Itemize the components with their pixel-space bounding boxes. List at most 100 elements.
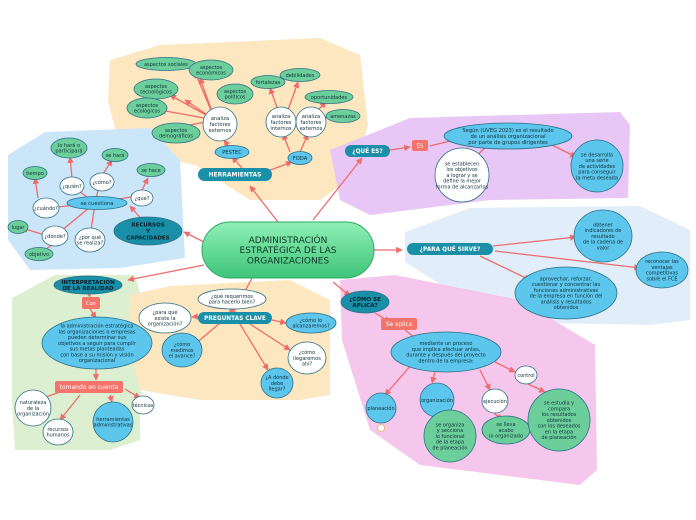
herramientas-title-shape [198, 168, 272, 181]
node-text: aspectos [136, 103, 159, 109]
node-text: oportunidades [311, 95, 348, 101]
a-lugar[interactable]: lugar [7, 220, 29, 234]
para-que-item-2[interactable]: aprovechar, reforzar,cuestionar y concen… [514, 266, 618, 320]
i-tecnicas[interactable]: técnicas [131, 395, 155, 415]
q-cuando[interactable]: ¿cuándo? [32, 197, 60, 219]
que-es-title[interactable]: ¿QUÉ ES? [345, 145, 390, 157]
node-text: de la [27, 406, 39, 412]
fortalezas-node[interactable]: fortalezas [250, 75, 286, 89]
node-text: durante y después del proyecto [406, 352, 486, 359]
node-text: ¿QUÉ ES? [352, 147, 382, 155]
node-text: factores [301, 120, 322, 126]
externos-center-shape [202, 106, 238, 142]
es-label[interactable]: ES [412, 140, 428, 151]
node-text: CAPACIDADES [126, 235, 169, 241]
c-proc-s1 [430, 371, 437, 384]
para-que-title[interactable]: ¿PARA QUÉ SIRVE? [407, 243, 493, 255]
node-text: lugar [12, 225, 26, 231]
se-aplica-label[interactable]: Se aplica [381, 318, 417, 330]
q-donde[interactable]: ¿dónde? [41, 225, 69, 247]
s-ejecucion[interactable]: ejecución [481, 388, 509, 414]
s-planeacion[interactable]: planeación [365, 392, 397, 424]
tomando-label[interactable]: tomando en cuenta [55, 381, 123, 393]
c-proc-s2 [479, 369, 491, 391]
debilidades-node[interactable]: debilidades [279, 68, 321, 82]
foda-node[interactable]: FODA [287, 151, 313, 165]
node-text: sus metas planteadas [70, 347, 125, 353]
node-text: técnicas [133, 402, 154, 409]
c-central-como [332, 281, 351, 297]
amenazas-node[interactable]: amenazas [325, 109, 361, 123]
node-text: políticos [225, 94, 246, 101]
a-objetivo[interactable]: objetivo [24, 247, 54, 261]
node-text: los resultados [542, 412, 577, 418]
c-tom-i2 [107, 394, 114, 403]
node-text: reconocer las [645, 259, 679, 265]
node-text: ESTRATÉGICA DE LAS [240, 244, 337, 256]
node-text: Se aplica [386, 322, 413, 328]
a-se-hace[interactable]: se hace [136, 163, 166, 177]
p-como-medimos-shape [161, 332, 203, 368]
p-requerimos-shape [197, 288, 267, 310]
con-label[interactable]: Con [82, 297, 100, 309]
node-text: naturaleza [20, 400, 47, 406]
node-text: participará [55, 148, 82, 155]
node-text: DE LA REALIDAD [62, 286, 114, 292]
node-text: PESTEC [222, 150, 242, 156]
s-control[interactable]: control [514, 365, 538, 385]
herramientas-title[interactable]: HERRAMIENTAS [198, 168, 272, 181]
node-text: ¿quién? [62, 183, 82, 190]
c-q3-a3 [141, 177, 149, 191]
node-text: ¿cómo [299, 349, 315, 356]
node-text: alcanzaremos? [292, 324, 330, 330]
node-text: se cuestiona [81, 201, 114, 207]
a-tiempo[interactable]: tiempo [22, 166, 48, 180]
aspectos-sociales[interactable]: aspectos sociales [135, 57, 197, 71]
q-quien[interactable]: ¿quién? [59, 176, 85, 196]
c-preg-i5 [239, 323, 269, 371]
q-como[interactable]: ¿cómo? [89, 172, 115, 192]
oportunidades-node[interactable]: oportunidades [304, 90, 354, 104]
pestec-node[interactable]: PESTEC [214, 145, 250, 159]
node-text: sobre el FCE [646, 276, 677, 282]
s-organizacion[interactable]: organización [419, 382, 455, 418]
cuestiona-center[interactable]: se cuestiona [66, 196, 128, 210]
a-se-hara[interactable]: se hará [101, 148, 129, 162]
q-que[interactable]: ¿qué? [130, 189, 154, 207]
preguntas-title[interactable]: PREGUNTAS CLAVE [198, 312, 272, 324]
